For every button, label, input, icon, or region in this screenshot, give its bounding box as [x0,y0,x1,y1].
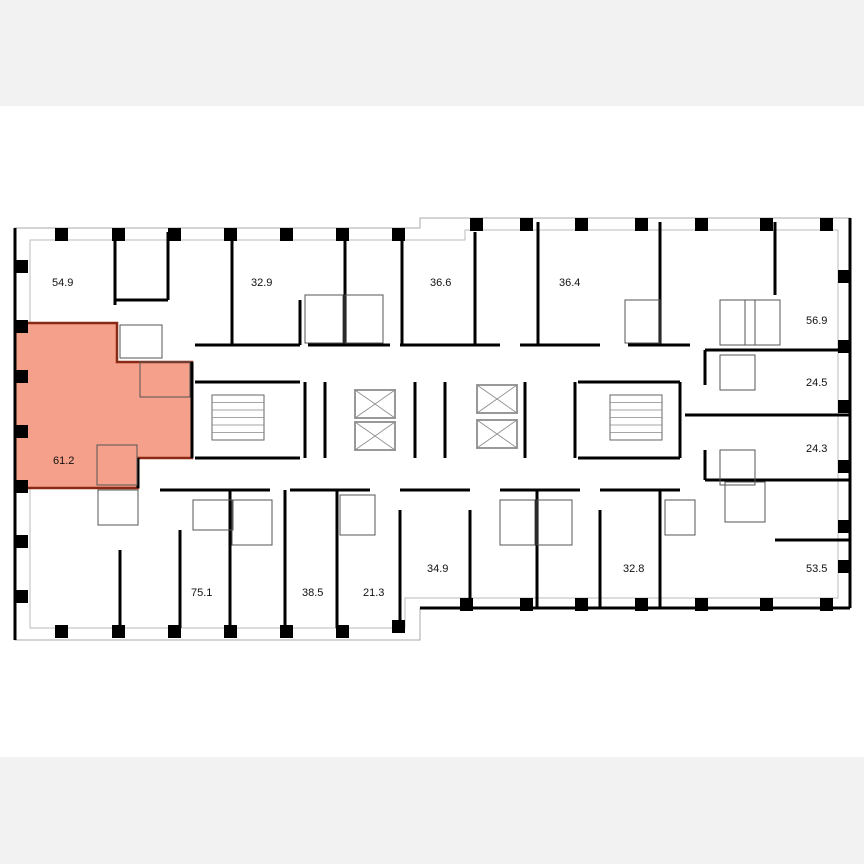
apartment-area-label[interactable]: 24.3 [806,443,827,455]
bathroom-fixture [339,494,376,536]
bathroom-fixture [499,499,536,546]
bathroom-fixture [231,499,273,546]
column [168,228,181,241]
apartment-area-label[interactable]: 75.1 [191,587,212,599]
elevator-shaft [354,421,396,451]
column [55,228,68,241]
elevator-shaft [476,384,518,414]
bathroom-fixture [624,299,661,344]
apartment-area-label[interactable]: 36.6 [430,277,451,289]
bathroom-fixture [719,449,756,486]
elevator-stair-cores [211,384,663,451]
bathroom-fixture [97,489,139,526]
column [470,218,483,231]
column [635,218,648,231]
column [112,625,125,638]
column [520,218,533,231]
column [280,228,293,241]
apartment-area-label[interactable]: 34.9 [427,563,448,575]
column [820,218,833,231]
apartment-area-label[interactable]: 54.9 [52,277,73,289]
apartment-area-label[interactable]: 36.4 [559,277,580,289]
bathroom-fixture [304,294,344,344]
column [15,260,28,273]
column [280,625,293,638]
elevator-cross [476,384,518,414]
apartment-area-label[interactable]: 32.8 [623,563,644,575]
floor-plan: 54.9 32.9 36.6 36.4 56.9 24.5 24.3 61.2 … [13,217,852,641]
elevator-shaft [354,389,396,419]
column [15,425,28,438]
apartment-area-label[interactable]: 38.5 [302,587,323,599]
column [224,625,237,638]
elevator-shaft [476,419,518,449]
column [15,590,28,603]
column [838,400,851,413]
elevator-cross [354,421,396,451]
column [15,370,28,383]
apartment-area-label[interactable]: 32.9 [251,277,272,289]
bathroom-fixture [719,299,756,346]
bathroom-fixture [719,354,756,391]
elevator-cross [354,389,396,419]
apartment-area-label[interactable]: 53.5 [806,563,827,575]
apartment-labels: 54.9 32.9 36.6 36.4 56.9 24.5 24.3 61.2 … [52,277,827,599]
column [168,625,181,638]
bathroom-fixture [119,324,163,359]
elevator-cross [476,419,518,449]
column [575,218,588,231]
column [55,625,68,638]
column [838,560,851,573]
column [15,480,28,493]
column [336,228,349,241]
bathroom-fixture [139,361,191,398]
floor-plan-sheet: 54.9 32.9 36.6 36.4 56.9 24.5 24.3 61.2 … [0,106,864,757]
apartment-area-label[interactable]: 21.3 [363,587,384,599]
apartment-area-label[interactable]: 24.5 [806,377,827,389]
column [695,218,708,231]
column [15,320,28,333]
facade-inner-line [29,229,839,629]
bathroom-fixture [96,444,138,486]
column [838,520,851,533]
apartment-area-label[interactable]: 56.9 [806,315,827,327]
apartment-area-label[interactable]: 61.2 [53,455,74,467]
bathroom-fixture [536,499,573,546]
column [838,270,851,283]
column [760,218,773,231]
walls [13,218,852,640]
bathroom-fixture [744,299,781,346]
bathroom-fixture [724,481,766,523]
column [336,625,349,638]
bathroom-fixture [664,499,696,536]
column [15,535,28,548]
column [838,460,851,473]
bathroom-fixture [192,499,234,531]
bathroom-fixture [344,294,384,344]
apartment-61-2-highlight[interactable] [13,321,194,490]
